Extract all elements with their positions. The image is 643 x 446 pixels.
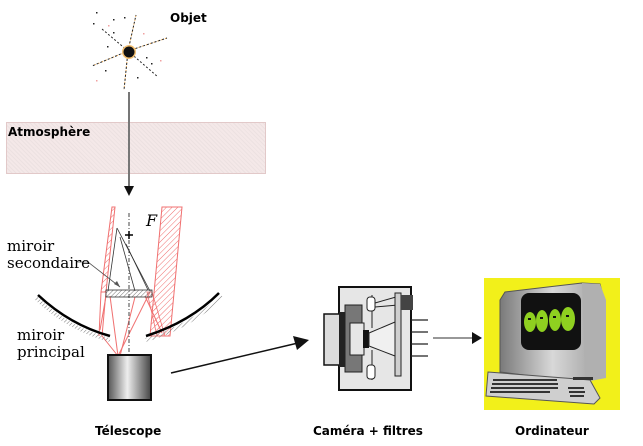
camera-icon: [323, 286, 428, 391]
object-label: Objet: [170, 11, 207, 25]
atmosphere-layer: [6, 122, 266, 174]
primary-mirror-label-line2: principal: [17, 343, 85, 361]
telescope-label: Télescope: [95, 424, 162, 438]
secondary-mirror-label-line1: miroir: [7, 237, 55, 255]
camera-label: Caméra + filtres: [313, 424, 423, 438]
computer-label: Ordinateur: [515, 424, 589, 438]
primary-mirror-label-line1: miroir: [17, 326, 65, 344]
star-icon: [91, 12, 168, 91]
focus-label: F: [146, 211, 158, 230]
atmosphere-label: Atmosphère: [8, 125, 91, 139]
arrow-telescope-to-camera: [170, 336, 309, 374]
arrow-camera-to-computer: [433, 332, 482, 344]
arrow-object-to-telescope: [124, 92, 134, 196]
telescope-icon: [107, 354, 152, 401]
telescope-optics: [34, 206, 224, 357]
focus-point-marker: [125, 231, 133, 239]
computer-icon: [484, 278, 620, 410]
secondary-mirror-label-line2: secondaire: [7, 254, 91, 272]
